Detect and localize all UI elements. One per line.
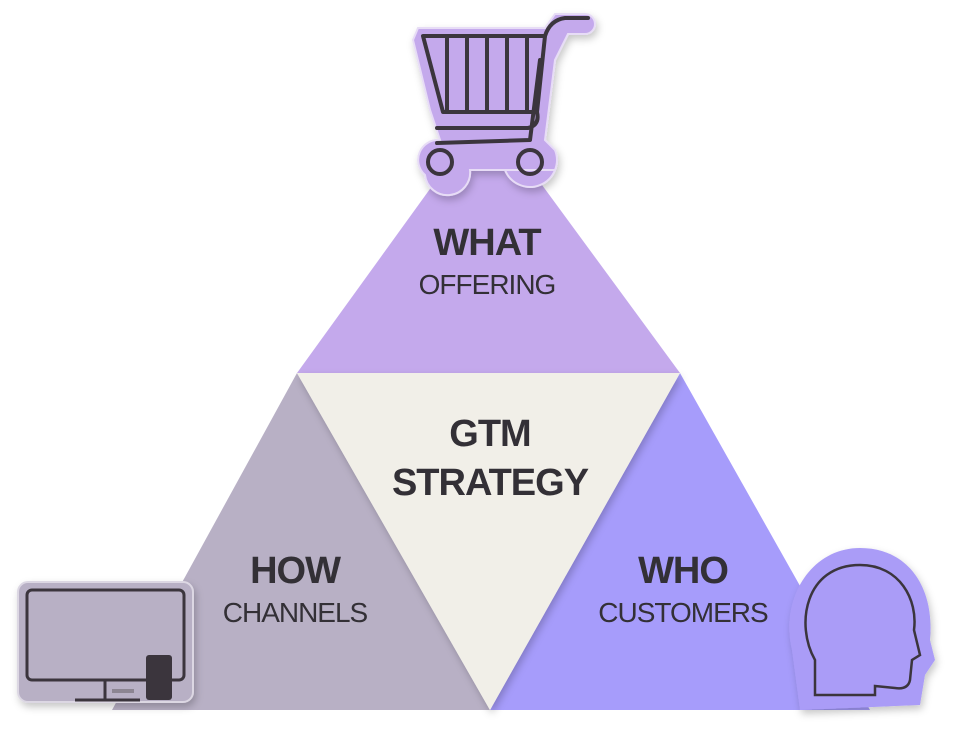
what-title: WHAT (433, 222, 541, 264)
segment-what-label: WHAT OFFERING (367, 222, 607, 301)
segment-what (297, 110, 680, 373)
how-subtitle: CHANNELS (222, 597, 368, 628)
how-title: HOW (250, 550, 341, 592)
shopping-cart-icon (411, 13, 596, 197)
who-title: WHO (638, 550, 729, 592)
who-subtitle: CUSTOMERS (598, 597, 768, 628)
what-subtitle: OFFERING (418, 269, 557, 300)
segment-who-label: WHO CUSTOMERS (563, 550, 803, 629)
center-label: GTM STRATEGY (370, 413, 610, 505)
desktop-computer-icon (17, 581, 194, 703)
head-profile-icon (789, 548, 935, 710)
segment-how-label: HOW CHANNELS (175, 550, 415, 629)
segment-center (297, 373, 680, 710)
segment-how (112, 373, 490, 710)
segment-who (490, 373, 870, 710)
center-line1: GTM (449, 413, 531, 455)
center-line2: STRATEGY (391, 462, 589, 504)
